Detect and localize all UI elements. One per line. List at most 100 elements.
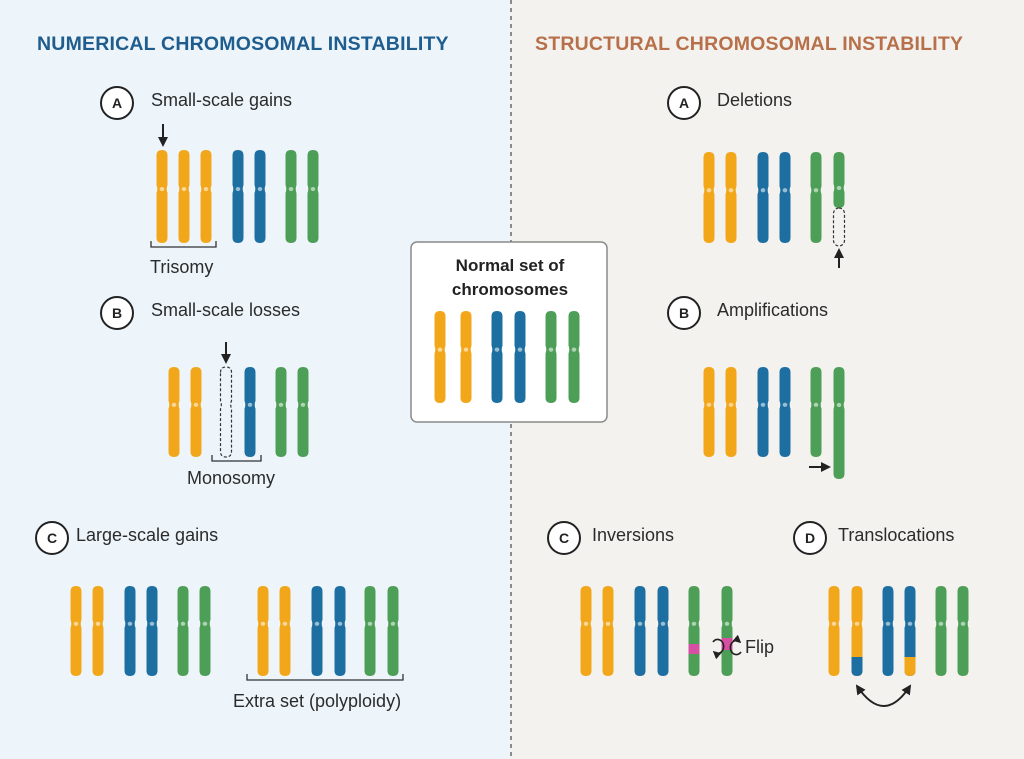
monosomy-green-2-body: [297, 367, 309, 457]
translocation-arrow: [855, 684, 912, 707]
polyploid-chromosome-5-body: [364, 586, 376, 676]
translocation-yellow-1-body: [828, 586, 840, 676]
monosomy-blue-1: [244, 367, 256, 457]
numerical-title: NUMERICAL CHROMOSOMAL INSTABILITY: [37, 33, 449, 55]
translocation-green-2-body: [957, 586, 969, 676]
inversion-set-4: [657, 586, 669, 676]
trisomy-green-2-centromere: [310, 186, 316, 192]
numerical-a-label: Small-scale gains: [151, 90, 293, 110]
normal-chromosome-3: [491, 311, 503, 403]
deletion-set-1: [703, 152, 715, 243]
monosomy-yellow-1-centromere: [171, 402, 177, 407]
amplification-green-2: [833, 367, 845, 479]
monosomy-yellow-2-centromere: [193, 402, 199, 407]
trisomy-yellow-3-body: [200, 150, 212, 243]
trisomy-blue-2-body: [254, 150, 266, 243]
translocation-yellow-2: [851, 586, 863, 676]
normal-chromosome-6: [568, 311, 580, 403]
deletion-green-1: [810, 152, 822, 243]
normal-chromosome-1-body: [434, 311, 446, 403]
amplification-green-2-centromere: [836, 402, 842, 408]
diploid-chromosome-2-centromere: [95, 621, 101, 626]
deletion-set-2: [725, 152, 737, 243]
polyploid-chromosome-5-centromere: [367, 621, 373, 626]
normal-chromosome-2: [460, 311, 472, 403]
deletion-green-1-centromere: [813, 188, 819, 193]
polyploid-chromosome-6-centromere: [390, 621, 396, 626]
polyploid-chromosome-4-centromere: [337, 621, 343, 626]
amplification-green-1-body: [810, 367, 822, 457]
diploid-chromosome-5-centromere: [180, 621, 186, 626]
amplification-set-1: [703, 367, 715, 457]
numerical-c-label: Large-scale gains: [76, 525, 219, 545]
translocation-blue-2-band: [904, 657, 916, 676]
trisomy-blue-1-centromere: [235, 186, 241, 192]
polyploid-chromosome-3-centromere: [314, 621, 320, 626]
deletion-set-2-body: [725, 152, 737, 243]
deletion-set-4: [779, 152, 791, 243]
monosomy-yellow-2: [190, 367, 202, 457]
translocation-yellow-1-centromere: [831, 621, 837, 626]
structural-title: STRUCTURAL CHROMOSOMAL INSTABILITY: [535, 33, 964, 55]
inversion-green-2-centromere: [724, 621, 730, 626]
center-box-title: Normal set of chromosomes: [451, 256, 569, 299]
translocation-blue-2-body: [904, 586, 916, 676]
trisomy-green-1-centromere: [288, 186, 294, 192]
inversion-set-3-body: [634, 586, 646, 676]
structural-b-badge: B: [667, 296, 701, 330]
inversion-green-2: [721, 586, 733, 676]
inversion-green-2-body: [721, 586, 733, 676]
structural-a-badge: A: [667, 86, 701, 120]
trisomy-yellow-2-body: [178, 150, 190, 243]
normal-chromosome-1-centromere: [437, 347, 443, 352]
inversion-set-2: [602, 586, 614, 676]
inversion-set-1-body: [580, 586, 592, 676]
trisomy-green-1-body: [285, 150, 297, 243]
monosomy-label: Monosomy: [187, 468, 276, 488]
diploid-chromosome-6-body: [199, 586, 211, 676]
structural-b-label: Amplifications: [717, 300, 829, 320]
center-box: [410, 241, 608, 423]
structural-d-label: Translocations: [838, 525, 955, 545]
trisomy-green-1: [285, 150, 297, 243]
deletion-green-2: [833, 152, 845, 208]
monosomy-green-1-body: [275, 367, 287, 457]
monosomy-missing: [219, 366, 233, 458]
monosomy-yellow-2-body: [190, 367, 202, 457]
amplification-green-1-centromere: [813, 402, 819, 407]
trisomy-yellow-1: [156, 150, 168, 243]
deletion-green-2-body: [833, 152, 845, 208]
polyploid-chromosome-1-centromere: [260, 621, 266, 626]
diploid-chromosome-3-centromere: [127, 621, 133, 626]
inversion-green-1-centromere: [691, 621, 697, 626]
polyploid-chromosome-2-body: [279, 586, 291, 676]
diploid-chromosome-6: [199, 586, 211, 676]
deletion-set-4-centromere: [782, 188, 788, 193]
polyploid-chromosome-6-body: [387, 586, 399, 676]
inversion-set-2-centromere: [605, 621, 611, 626]
normal-chromosome-3-centromere: [494, 347, 500, 352]
trisomy-green-2-body: [307, 150, 319, 243]
amplification-set-4-centromere: [782, 402, 788, 407]
monosomy-blue-1-centromere: [247, 402, 253, 407]
inversion-set-4-centromere: [660, 621, 666, 626]
translocation-green-1: [935, 586, 947, 676]
normal-chromosome-5-centromere: [548, 347, 554, 352]
flip-arrow-right: [729, 634, 742, 656]
deletion-set-3-centromere: [760, 188, 766, 193]
diploid-chromosome-1: [70, 586, 82, 676]
diploid-chromosome-3-body: [124, 586, 136, 676]
polyploid-chromosome-1: [257, 586, 269, 676]
inversion-set-1-centromere: [583, 621, 589, 626]
polyploid-chromosome-3: [311, 586, 323, 676]
trisomy-yellow-2: [178, 150, 190, 243]
diploid-chromosome-4-body: [146, 586, 158, 676]
deletion-set-4-body: [779, 152, 791, 243]
normal-chromosome-4-body: [514, 311, 526, 403]
amplification-set-2-centromere: [728, 402, 734, 407]
polyploidy-label: Extra set (polyploidy): [233, 691, 402, 711]
normal-chromosome-6-centromere: [571, 347, 577, 352]
amplification-set-1-centromere: [706, 402, 712, 407]
numerical-c-badge: C: [35, 521, 69, 555]
